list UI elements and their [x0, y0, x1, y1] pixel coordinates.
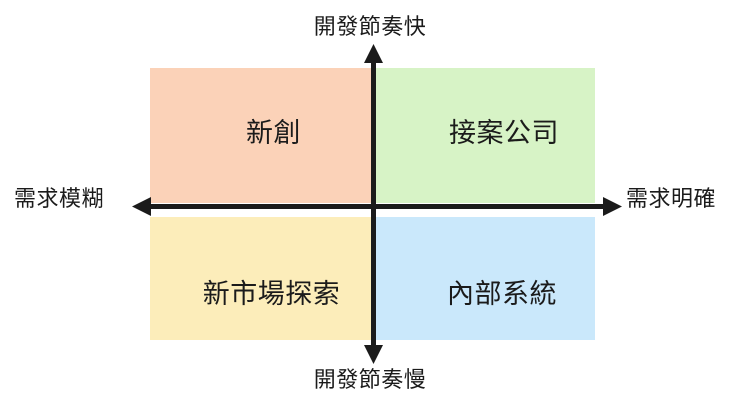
quadrant-bottom-right-label: 內部系統 [447, 279, 557, 309]
quadrant-top-right-label: 接案公司 [449, 118, 559, 148]
axis-label-bottom: 開發節奏慢 [313, 367, 427, 392]
axis-label-right: 需求明確 [626, 186, 717, 211]
quadrant-top-right: 接案公司 [373, 68, 595, 203]
axis-label-left: 需求模糊 [14, 186, 105, 211]
arrow-left-icon [132, 197, 151, 216]
quadrant-top-left: 新創 [150, 68, 373, 203]
quadrant-bottom-left-label: 新市場探索 [202, 279, 341, 309]
axis-label-top: 開發節奏快 [313, 14, 427, 39]
arrow-right-icon [603, 197, 622, 216]
quadrant-bottom-right: 內部系統 [373, 217, 595, 340]
quadrant-bottom-left: 新市場探索 [150, 217, 373, 340]
quadrant-top-left-label: 新創 [246, 118, 301, 148]
arrow-down-icon [364, 345, 383, 364]
arrow-up-icon [364, 44, 383, 63]
